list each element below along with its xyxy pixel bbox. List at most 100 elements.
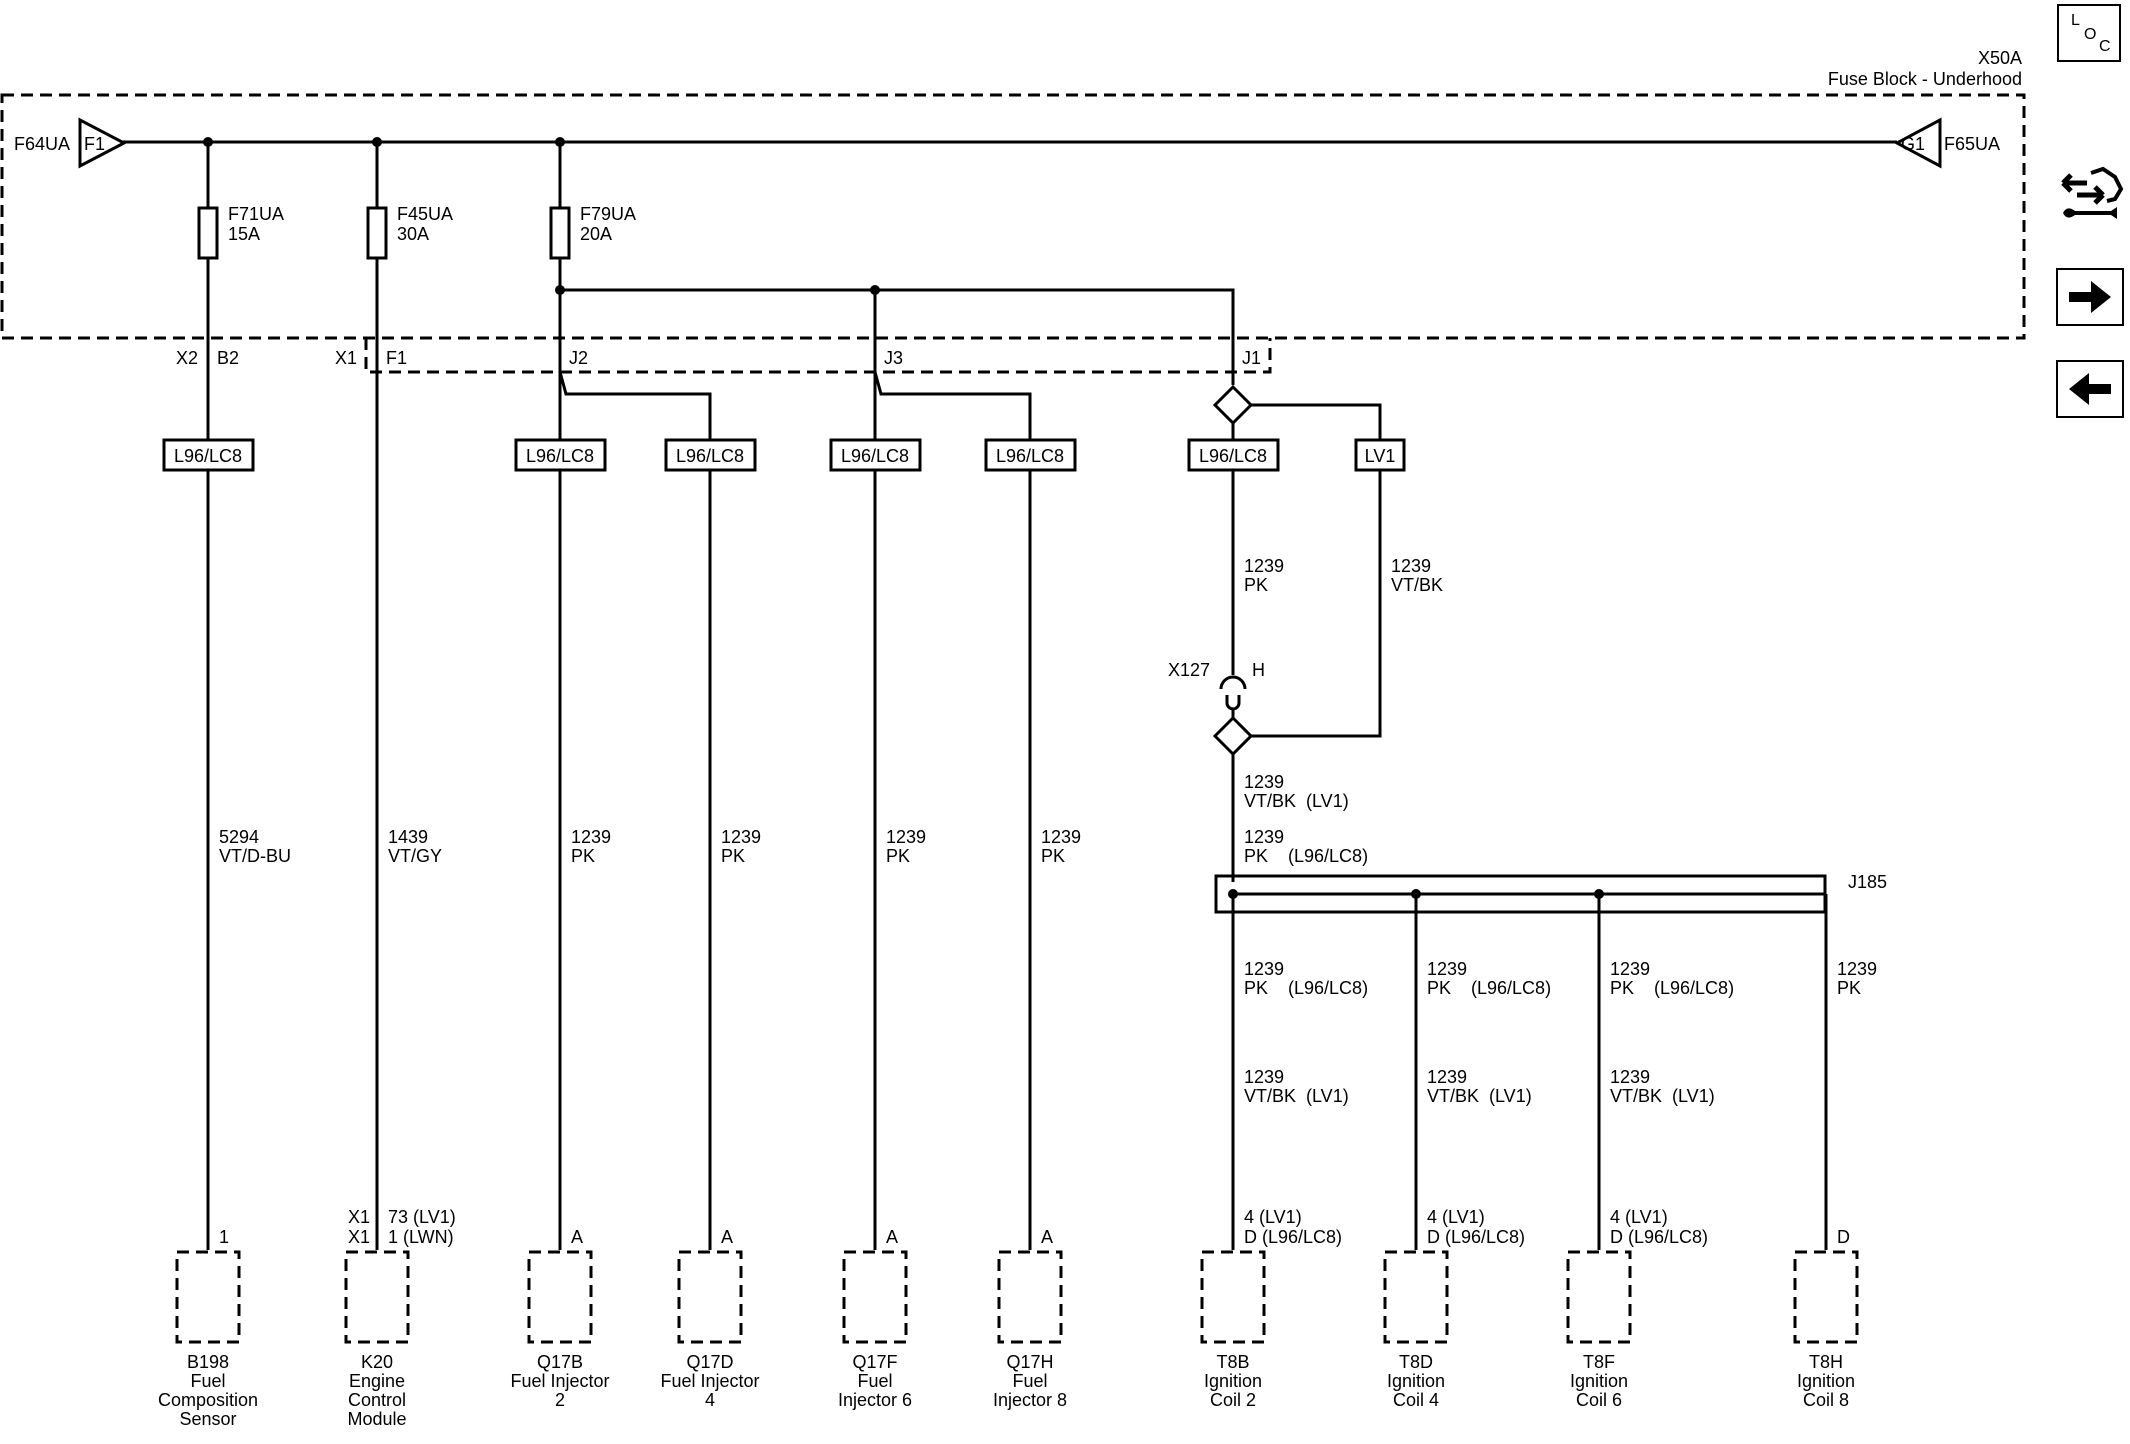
option-label: L96/LC8 [841, 446, 909, 466]
pin-label: 4 (LV1) [1427, 1207, 1485, 1227]
bus-right-terminal [1893, 117, 1942, 169]
option-box: L96/LC8 [984, 438, 1077, 472]
option-box: L96/LC8 [1187, 438, 1280, 472]
component-desc: Module [347, 1409, 406, 1429]
pin-label: D (L96/LC8) [1427, 1227, 1525, 1247]
bus-left-terminal [78, 117, 128, 169]
wire-color: PK [1041, 846, 1065, 866]
wire-color: PK [1244, 575, 1268, 595]
wire-color: VT/GY [388, 846, 442, 866]
component-id: T8B [1216, 1352, 1249, 1372]
connector-j1: J1 [1242, 348, 1261, 368]
component-desc: Control [348, 1390, 406, 1410]
component-id: K20 [361, 1352, 393, 1372]
component-id: Q17D [686, 1352, 733, 1372]
pin-label: 1 [219, 1227, 229, 1247]
loc-letter-l: L [2071, 12, 2080, 29]
component-desc: Injector 6 [838, 1390, 912, 1410]
system-connection-button[interactable] [2057, 166, 2125, 226]
pin-label: A [571, 1227, 583, 1247]
pin-label: 4 (LV1) [1244, 1207, 1302, 1227]
pin-label: D (L96/LC8) [1244, 1227, 1342, 1247]
previous-arrow-icon [2069, 373, 2111, 405]
component-k20 [344, 1250, 410, 1344]
bus-right-label: F65UA [1944, 134, 2000, 154]
wire-circuit: 1239 [1244, 827, 1284, 847]
component-desc: Ignition [1797, 1371, 1855, 1391]
system-connection-icon [2061, 166, 2124, 219]
option-label: L96/LC8 [996, 446, 1064, 466]
option-label: LV1 [1365, 446, 1396, 466]
component-desc: Coil 4 [1393, 1390, 1439, 1410]
pin-label: D (L96/LC8) [1610, 1227, 1708, 1247]
wire-color: PK [886, 846, 910, 866]
next-page-button[interactable] [2056, 268, 2124, 326]
wire-circuit: 1239 [571, 827, 611, 847]
component-t8d [1383, 1250, 1449, 1344]
option-split-top [1212, 384, 1254, 426]
wire-lv1-path [1251, 470, 1382, 738]
fuse-f79ua-rating: 20A [580, 224, 612, 244]
fuse-f71ua [197, 206, 219, 260]
fuse-f71ua-rating: 15A [228, 224, 260, 244]
connector-f1: F1 [386, 348, 407, 368]
option-label: L96/LC8 [174, 446, 242, 466]
fuse-block-boundary [0, 93, 2026, 340]
connector-j3: J3 [884, 348, 903, 368]
wire-color: PK (L96/LC8) [1610, 978, 1734, 998]
option-split-bottom [1212, 715, 1254, 757]
next-arrow-icon [2069, 281, 2111, 313]
wire-circuit: 1439 [388, 827, 428, 847]
component-desc: 2 [555, 1390, 565, 1410]
wire-circuit: 1239 [1391, 556, 1431, 576]
component-desc: Ignition [1570, 1371, 1628, 1391]
component-id: Q17B [537, 1352, 583, 1372]
connector-x1: X1 [335, 348, 357, 368]
component-desc: Ignition [1204, 1371, 1262, 1391]
pin-label: 73 (LV1) [388, 1207, 456, 1227]
component-desc: Fuel Injector [510, 1371, 609, 1391]
wire-circuit: 1239 [1837, 959, 1877, 979]
option-label: L96/LC8 [526, 446, 594, 466]
connector-x2: X2 [176, 348, 198, 368]
component-desc: Composition [158, 1390, 258, 1410]
previous-page-button[interactable] [2056, 360, 2124, 418]
wire-color: VT/BK [1391, 575, 1443, 595]
fuse-block-name: Fuse Block - Underhood [1828, 69, 2022, 89]
connector-b2: B2 [217, 348, 239, 368]
bus-left-label: F64UA [14, 134, 70, 154]
loc-letter-o: O [2084, 26, 2097, 43]
component-t8h [1793, 1250, 1859, 1344]
wire-circuit: 1239 [1244, 1067, 1284, 1087]
connector-x1-boundary [364, 338, 1272, 374]
component-desc: Fuel [857, 1371, 892, 1391]
fuse-block-id: X50A [1978, 48, 2022, 68]
option-box: L96/LC8 [162, 438, 255, 472]
component-desc: Engine [349, 1371, 405, 1391]
wire-color: VT/BK (LV1) [1427, 1086, 1532, 1106]
wire-color: PK (L96/LC8) [1244, 978, 1368, 998]
wire-color: PK (L96/LC8) [1244, 846, 1368, 866]
wire-circuit: 1239 [1427, 1067, 1467, 1087]
wire-to-j1 [560, 288, 1235, 385]
component-b198 [175, 1250, 241, 1344]
wire-color: VT/BK (LV1) [1244, 791, 1349, 811]
connector-j2: J2 [569, 348, 588, 368]
component-desc: Fuel [190, 1371, 225, 1391]
pin-label: 1 (LWN) [388, 1227, 454, 1247]
wire-circuit: 5294 [219, 827, 259, 847]
option-label: L96/LC8 [1199, 446, 1267, 466]
option-box: L96/LC8 [829, 438, 922, 472]
pin-label: A [1041, 1227, 1053, 1247]
bus-right-terminal-label: G1 [1901, 134, 1925, 154]
component-id: B198 [187, 1352, 229, 1372]
component-desc: Coil 8 [1803, 1390, 1849, 1410]
splice-pack-label: J185 [1848, 872, 1887, 892]
pin-label: A [721, 1227, 733, 1247]
fuse-f71ua-id: F71UA [228, 204, 284, 224]
wire-color: VT/D-BU [219, 846, 291, 866]
loc-letter-c: C [2099, 38, 2111, 55]
pin-label: 4 (LV1) [1610, 1207, 1668, 1227]
location-button[interactable]: L O C [2057, 4, 2121, 62]
